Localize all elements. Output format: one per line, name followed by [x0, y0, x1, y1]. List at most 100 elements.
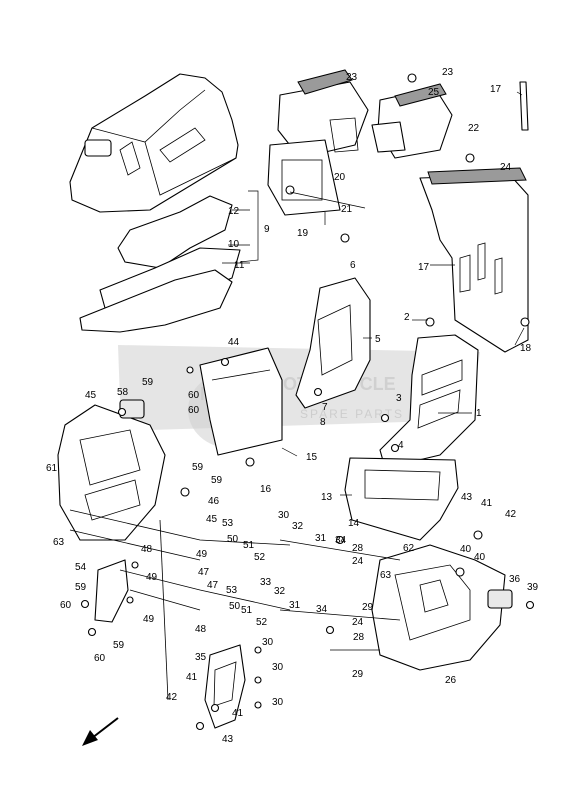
- callout: 47: [207, 580, 219, 591]
- callout: 31: [315, 533, 327, 544]
- battery-box-left: [267, 69, 369, 216]
- callout: 51: [241, 605, 253, 616]
- callout: 47: [198, 567, 210, 578]
- callout: 4: [398, 440, 404, 451]
- callout: 28: [353, 632, 365, 643]
- callout: 30: [272, 662, 284, 673]
- front-arrow-icon: [82, 717, 119, 746]
- callout: 28: [352, 543, 364, 554]
- callout: 24: [352, 617, 364, 628]
- callout: 48: [195, 624, 207, 635]
- mud-guards: [79, 195, 241, 333]
- callout: 24: [500, 162, 512, 173]
- callout: 58: [117, 387, 129, 398]
- callout: 44: [228, 337, 240, 348]
- callout: 39: [527, 582, 539, 593]
- callout: 40: [460, 544, 472, 555]
- bolts: [80, 73, 535, 731]
- callout: 23: [346, 72, 358, 83]
- callout: 59: [75, 582, 87, 593]
- callout: 36: [509, 574, 521, 585]
- callout: 59: [142, 377, 154, 388]
- side-panel-right: [419, 167, 529, 353]
- callout: 60: [94, 653, 106, 664]
- callout: 32: [292, 521, 304, 532]
- callout: 35: [195, 652, 207, 663]
- callout: 33: [260, 577, 272, 588]
- callout: 30: [262, 637, 274, 648]
- callout: 8: [320, 417, 326, 428]
- callout: 17: [490, 84, 502, 95]
- frame-cover-center: [295, 277, 371, 409]
- callout: 5: [375, 334, 381, 345]
- callout: 7: [322, 402, 328, 413]
- callout: 22: [468, 123, 480, 134]
- callout: 41: [481, 498, 493, 509]
- callout: 48: [141, 544, 153, 555]
- callout: 60: [60, 600, 72, 611]
- callout: 40: [474, 552, 486, 563]
- callout: 46: [208, 496, 220, 507]
- callout: 2: [404, 312, 410, 323]
- callout: 45: [206, 514, 218, 525]
- callout: 62: [403, 543, 415, 554]
- battery-box-center: [371, 83, 453, 159]
- watermark-sub: SPARE PARTS: [300, 407, 404, 421]
- callout: 43: [222, 734, 234, 745]
- callout: 26: [445, 675, 457, 686]
- callout: 59: [192, 462, 204, 473]
- callout: 52: [256, 617, 268, 628]
- callout: 60: [188, 405, 200, 416]
- callout: 49: [143, 614, 155, 625]
- callout: 53: [226, 585, 238, 596]
- callout: 23: [442, 67, 454, 78]
- rear-fender: [69, 73, 239, 213]
- callout: 13: [321, 492, 333, 503]
- callout: 41: [232, 708, 244, 719]
- callout: 17: [418, 262, 430, 273]
- callout: 12: [228, 206, 240, 217]
- callout: 49: [196, 549, 208, 560]
- callout: 43: [461, 492, 473, 503]
- callout: 63: [53, 537, 65, 548]
- callout: 20: [334, 172, 346, 183]
- callout: 1: [476, 408, 482, 419]
- tie-strap: [519, 81, 529, 131]
- callout: 15: [306, 452, 318, 463]
- callout: 51: [243, 540, 255, 551]
- callout: 31: [289, 600, 301, 611]
- callout: 29: [362, 602, 374, 613]
- callout: 34: [316, 604, 328, 615]
- callout: 42: [166, 692, 178, 703]
- callout-labels: 23 23 17 25 22 24 20 21 19 6 17 18 2 5 9…: [46, 67, 539, 745]
- step-guard-right: [371, 544, 513, 671]
- callout: 30: [272, 697, 284, 708]
- bracket-left: [94, 559, 129, 623]
- callout: 59: [113, 640, 125, 651]
- callout: 29: [352, 669, 364, 680]
- callout: 61: [46, 463, 58, 474]
- callout: 42: [505, 509, 517, 520]
- callout: 6: [350, 260, 356, 271]
- callout: 41: [186, 672, 198, 683]
- callout: 60: [188, 390, 200, 401]
- floor-panel: [344, 457, 459, 541]
- leader-lines: [222, 91, 525, 496]
- callout: 14: [348, 518, 360, 529]
- callout: 25: [428, 87, 440, 98]
- callout: 24: [352, 556, 364, 567]
- callout: 54: [75, 562, 87, 573]
- callout: 52: [254, 552, 266, 563]
- callout: 63: [380, 570, 392, 581]
- callout: 45: [85, 390, 97, 401]
- callout: 9: [264, 224, 270, 235]
- callout: 32: [274, 586, 286, 597]
- callout: 10: [228, 239, 240, 250]
- callout: 50: [227, 534, 239, 545]
- callout: 59: [211, 475, 223, 486]
- callout: 50: [229, 601, 241, 612]
- callout: 34: [335, 535, 347, 546]
- stays: [69, 509, 401, 701]
- callout: 18: [520, 343, 532, 354]
